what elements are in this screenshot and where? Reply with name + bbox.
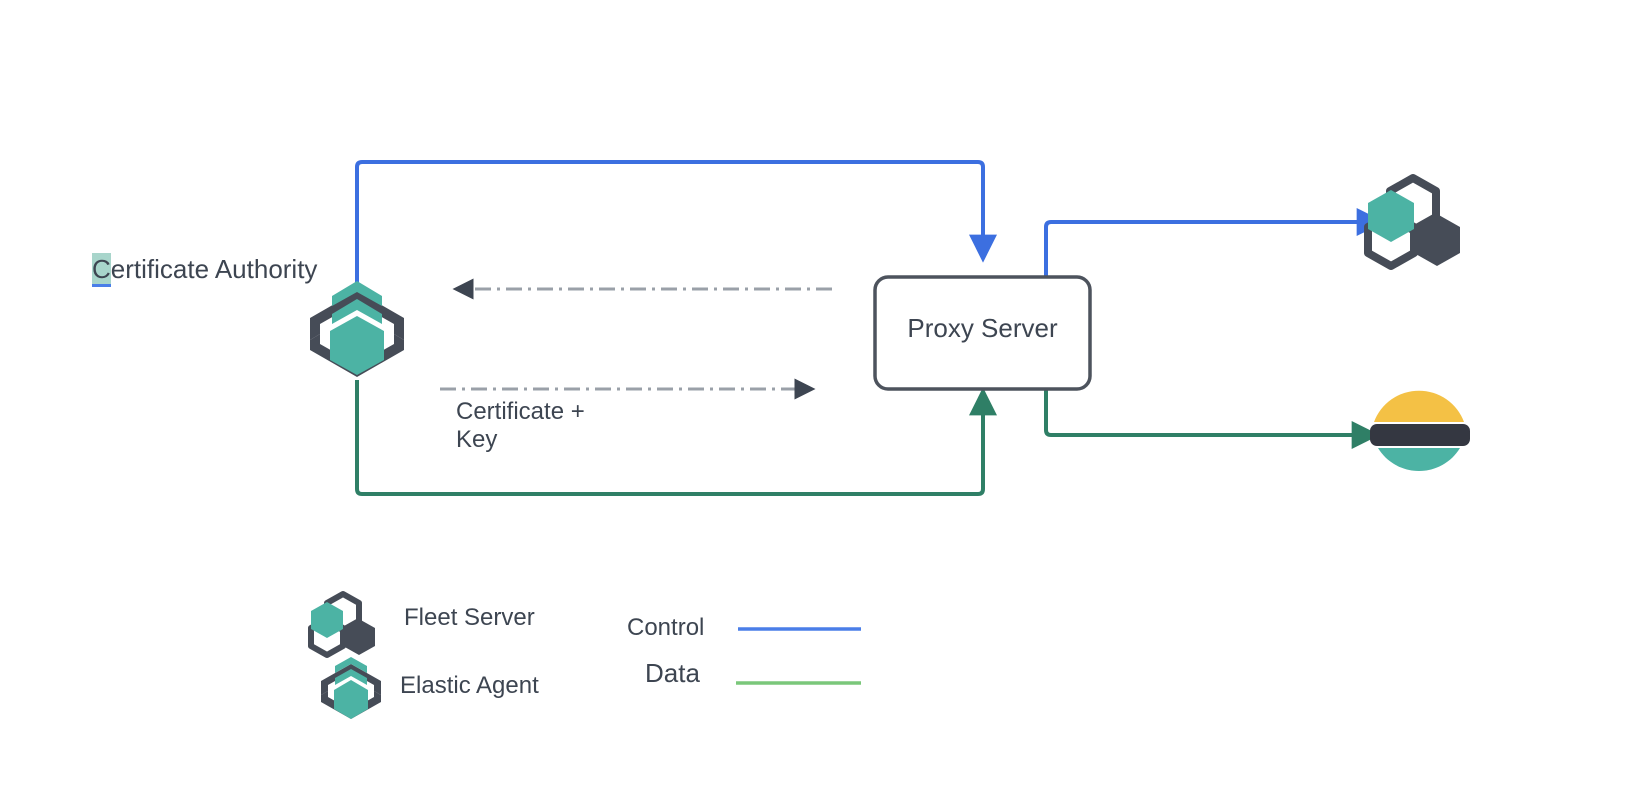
legend-fleet-server-label: Fleet Server (404, 604, 535, 631)
legend-control-label: Control (627, 614, 705, 641)
elasticsearch-icon (1370, 390, 1470, 472)
elastic-agent-icon (310, 281, 404, 377)
edge-control-agent-to-proxy (355, 160, 997, 292)
certificate-key-label: Certificate + Key (456, 398, 585, 454)
proxy-server-box[interactable] (873, 275, 1092, 391)
edge-control-proxy-to-fleet (1044, 208, 1385, 278)
edge-data-agent-to-proxy (355, 380, 997, 496)
highlighted-char: C (92, 253, 111, 287)
legend-elastic-agent-label: Elastic Agent (400, 672, 539, 699)
fleet-server-icon (1364, 174, 1460, 270)
legend-elastic-agent-icon (321, 657, 381, 719)
certificate-authority-label: Certificate Authority (92, 253, 318, 287)
edge-data-proxy-to-elasticsearch (1044, 388, 1380, 449)
certificate-authority-label-rest: ertificate Authority (110, 254, 318, 284)
legend-data-label: Data (645, 658, 700, 688)
proxy-server-label: Proxy Server (907, 313, 1058, 343)
legend-fleet-server-icon (308, 591, 375, 658)
